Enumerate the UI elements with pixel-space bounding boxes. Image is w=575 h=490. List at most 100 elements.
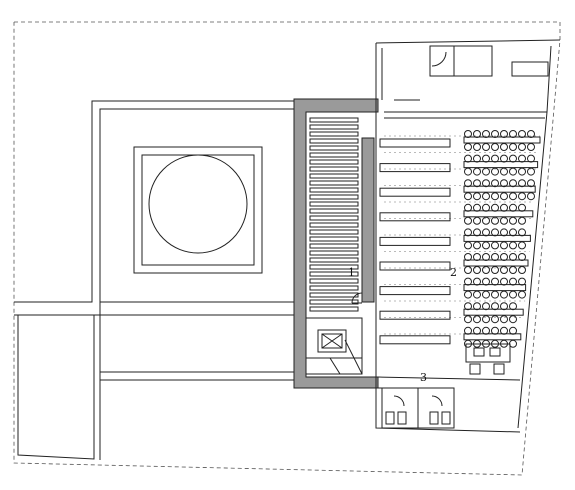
seat xyxy=(491,302,499,311)
seat xyxy=(482,228,490,237)
seat xyxy=(473,266,481,274)
stair-step xyxy=(309,222,359,228)
stair-step xyxy=(309,278,359,284)
seat xyxy=(464,154,472,163)
seat xyxy=(464,326,472,335)
seat xyxy=(473,203,481,212)
seat xyxy=(491,253,499,261)
seat xyxy=(473,167,481,176)
room-label-3: 3 xyxy=(420,371,427,384)
seat xyxy=(464,228,472,237)
seat xyxy=(491,241,499,250)
seat xyxy=(509,253,517,261)
seat xyxy=(464,192,472,201)
display-bench xyxy=(379,310,451,320)
seat xyxy=(527,154,535,163)
site-boundary xyxy=(13,21,561,476)
stair-step xyxy=(309,145,359,151)
seat xyxy=(491,203,499,212)
seat xyxy=(464,302,472,311)
stair-step xyxy=(309,208,359,214)
stair-step xyxy=(309,243,359,249)
seat xyxy=(482,302,490,311)
seat xyxy=(500,326,508,335)
stair-step xyxy=(309,229,359,235)
stair-step xyxy=(309,250,359,256)
main-hall-walls xyxy=(375,39,561,433)
seat xyxy=(500,253,508,261)
seat xyxy=(491,154,499,163)
toilet-block xyxy=(381,387,455,429)
door-swing-stair xyxy=(351,292,363,304)
seat xyxy=(464,216,472,225)
seat xyxy=(482,130,490,138)
seat xyxy=(491,216,499,225)
display-benches xyxy=(379,138,451,345)
seat xyxy=(491,290,499,299)
stair-step xyxy=(309,285,359,291)
stair-step xyxy=(309,292,359,298)
seat xyxy=(491,315,499,324)
seat xyxy=(509,266,517,274)
seat xyxy=(518,167,526,176)
seat xyxy=(473,290,481,299)
seat xyxy=(527,192,535,201)
seat xyxy=(509,290,517,299)
seat xyxy=(518,266,526,274)
seat xyxy=(518,130,526,138)
seat xyxy=(473,143,481,151)
stair-step xyxy=(309,257,359,263)
stair-step xyxy=(309,215,359,221)
room-label-1: 1 xyxy=(348,266,355,279)
stair-step xyxy=(309,194,359,200)
seat xyxy=(491,130,499,138)
seat xyxy=(473,130,481,138)
seat xyxy=(509,179,517,188)
seat xyxy=(518,277,526,286)
seat xyxy=(482,192,490,201)
seat xyxy=(464,143,472,151)
seat xyxy=(500,290,508,299)
stair-step xyxy=(309,173,359,179)
seat xyxy=(509,154,517,163)
seat xyxy=(491,326,499,335)
seat xyxy=(482,143,490,151)
seat xyxy=(473,154,481,163)
seat xyxy=(482,216,490,225)
seat xyxy=(500,130,508,138)
seat xyxy=(509,315,517,324)
seat xyxy=(500,228,508,237)
seat xyxy=(473,302,481,311)
seat xyxy=(464,277,472,286)
seat xyxy=(482,290,490,299)
seat xyxy=(509,326,517,335)
seat xyxy=(491,143,499,151)
seat xyxy=(464,241,472,250)
seat xyxy=(500,179,508,188)
seat xyxy=(500,143,508,151)
seat xyxy=(491,179,499,188)
seat xyxy=(491,192,499,201)
seat xyxy=(518,228,526,237)
stair-step xyxy=(309,166,359,172)
seat xyxy=(482,326,490,335)
stair-step xyxy=(309,264,359,270)
seat xyxy=(491,266,499,274)
seat xyxy=(491,167,499,176)
stair-step xyxy=(309,159,359,165)
stair-step xyxy=(309,138,359,144)
seat xyxy=(500,167,508,176)
stair-step xyxy=(309,271,359,277)
seat xyxy=(473,228,481,237)
display-bench xyxy=(379,212,451,222)
seat xyxy=(464,203,472,212)
seat xyxy=(464,179,472,188)
stair-step xyxy=(309,131,359,137)
seat xyxy=(500,266,508,274)
display-bench xyxy=(379,335,451,345)
seat xyxy=(500,302,508,311)
seat-table xyxy=(463,259,529,267)
seat xyxy=(473,253,481,261)
seat xyxy=(518,154,526,163)
